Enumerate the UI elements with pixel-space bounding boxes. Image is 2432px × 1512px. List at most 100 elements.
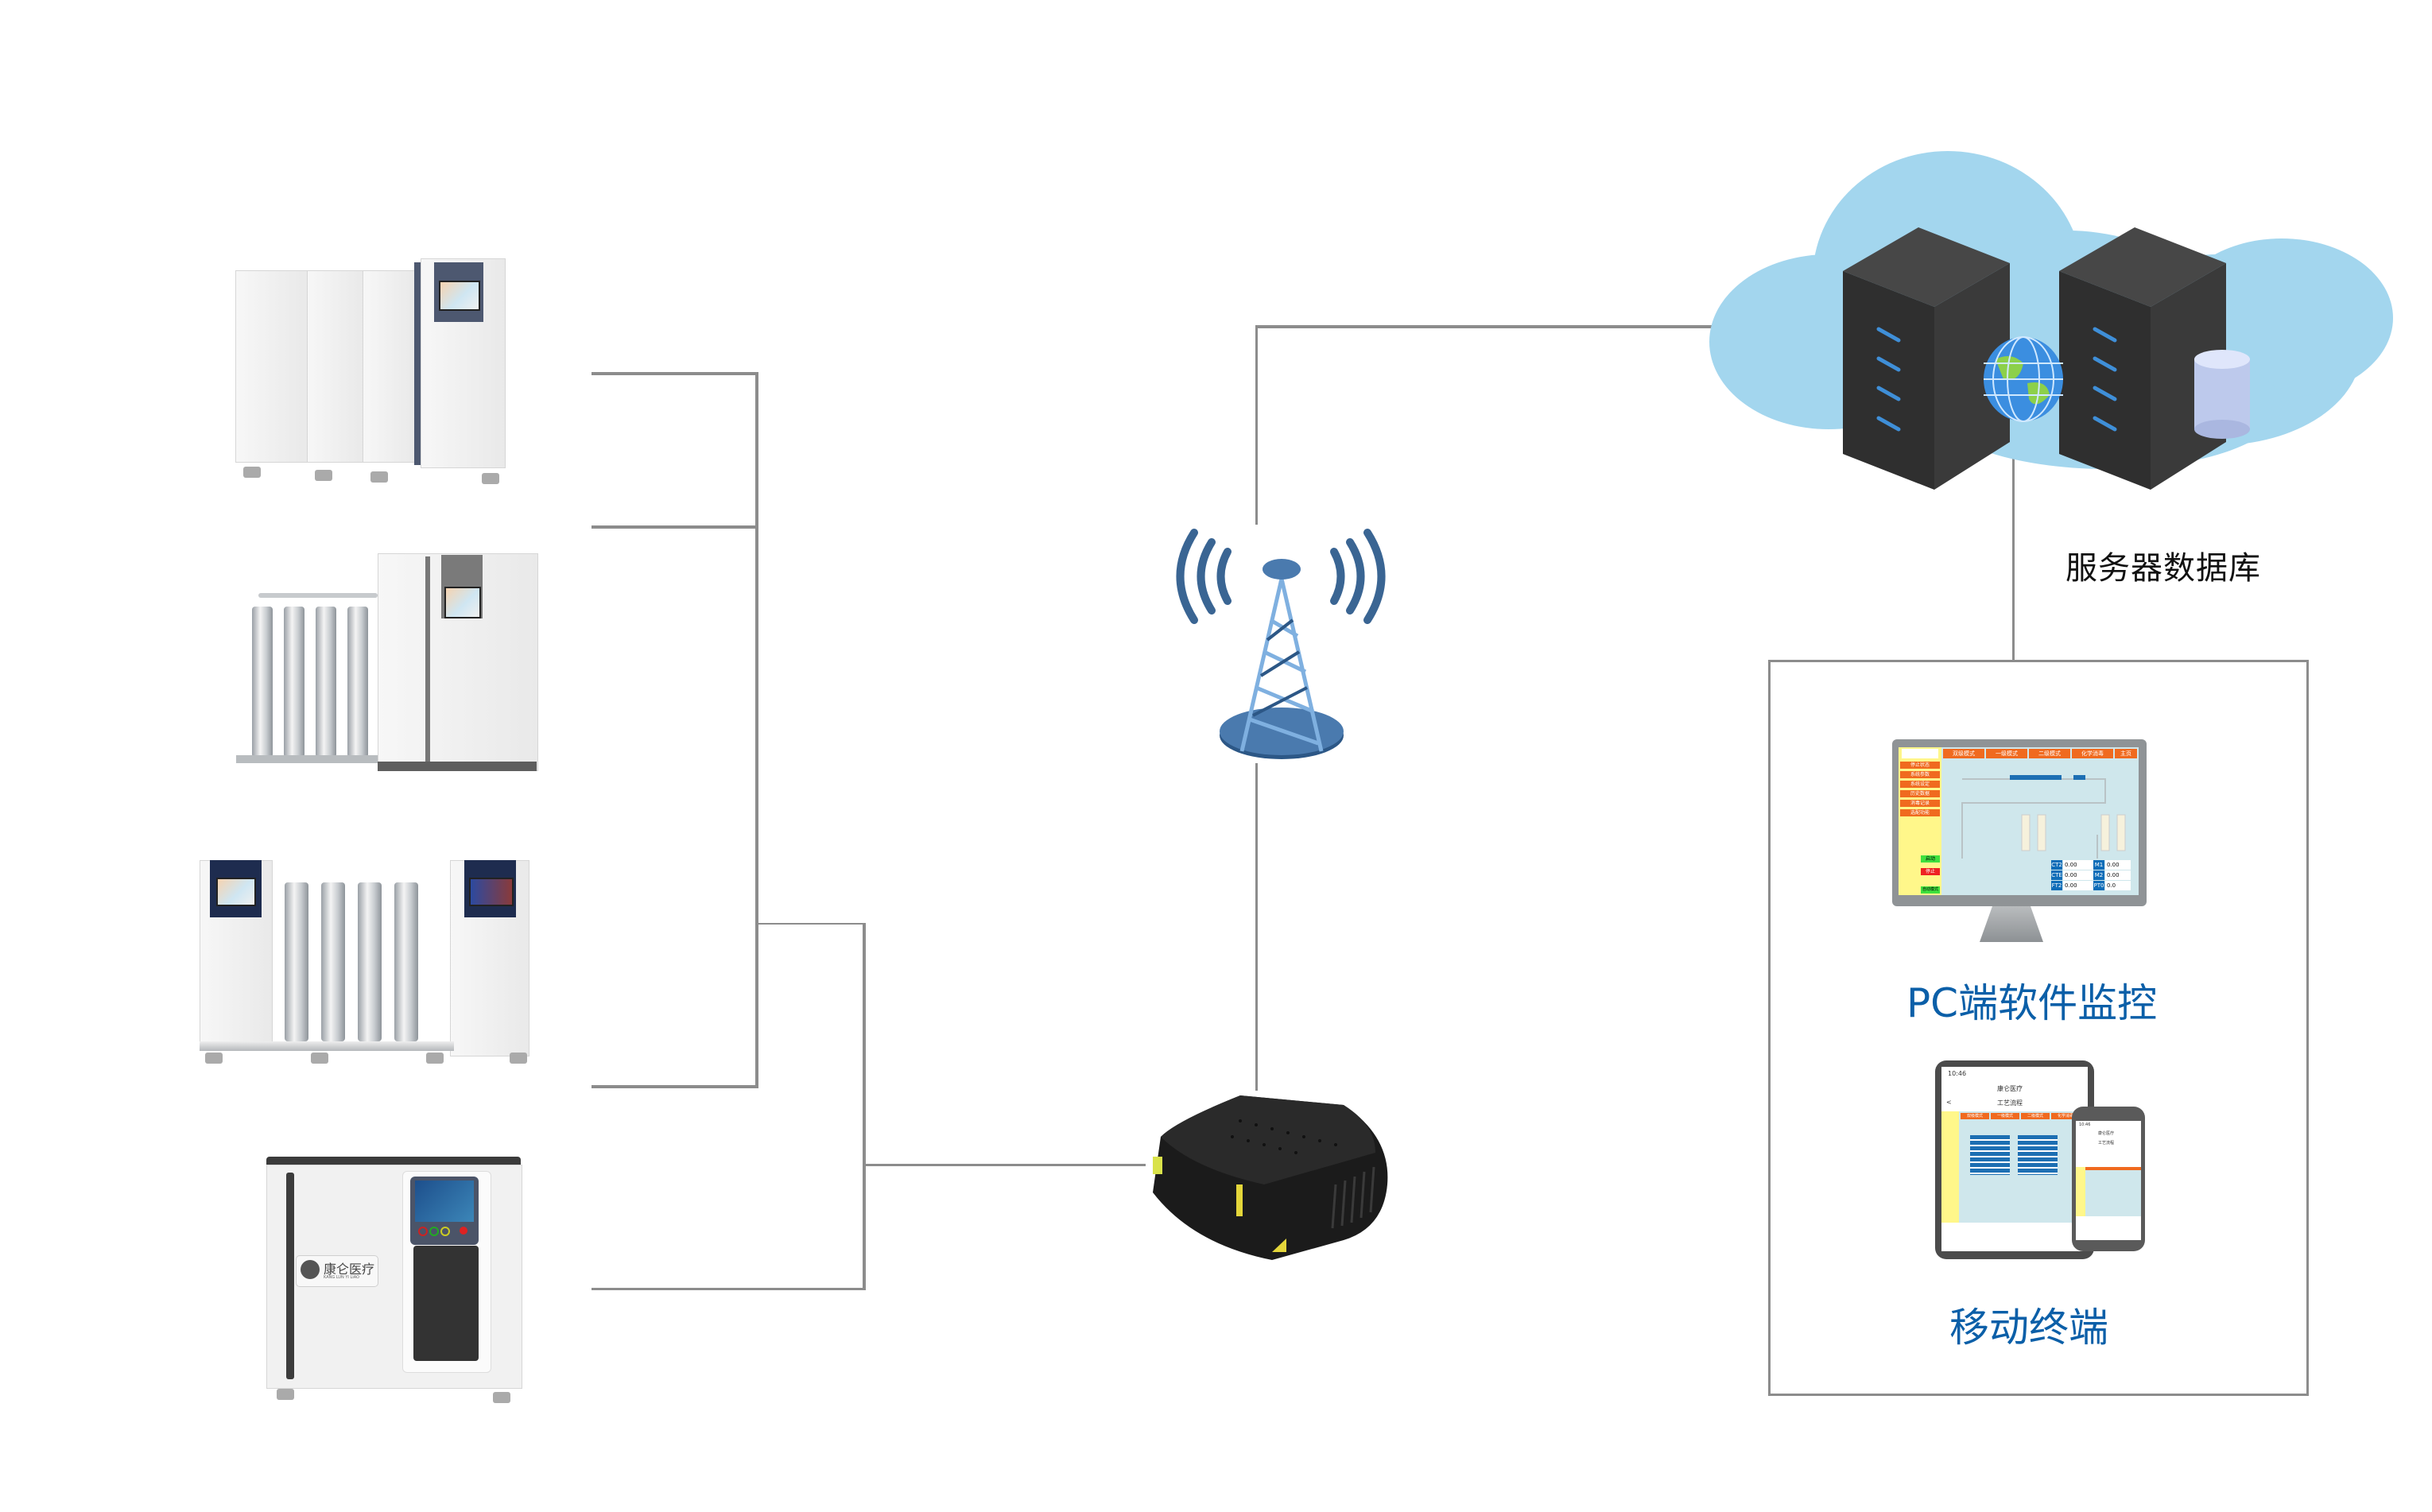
touch-screen	[444, 587, 481, 618]
pc-status-auto[interactable]: 自动模式	[1921, 886, 1940, 894]
pc-menu-item[interactable]: 系统参数	[1900, 771, 1940, 778]
cabinet-foot	[311, 1053, 328, 1064]
top-lid	[266, 1157, 521, 1166]
connector-bracket-join	[758, 923, 864, 925]
cabinet-foot	[277, 1389, 294, 1400]
pc-tab[interactable]: 主页	[2115, 749, 2137, 758]
right-gauge-screen	[469, 878, 514, 906]
filter-column	[358, 882, 382, 1041]
filter-column	[321, 882, 345, 1041]
globe	[1980, 335, 2067, 423]
left-touch-screen	[216, 878, 256, 906]
connector-bracket-right	[863, 923, 866, 1290]
pc-menu-item[interactable]: 停止状态	[1900, 762, 1940, 769]
pc-menu-item[interactable]: 消毒记录	[1900, 800, 1940, 807]
tablet-tab[interactable]: 一级模式	[1991, 1113, 2019, 1119]
machine-2-ro-unit	[227, 547, 545, 785]
connector-machine-4	[592, 1288, 864, 1290]
touch-screen	[415, 1181, 474, 1222]
pc-software-label: PC端软件监控	[1906, 980, 2158, 1026]
tablet-time: 10:46	[1948, 1070, 1967, 1077]
tablet-device: 10:46 康仑医疗 < 工艺流程 双级模式 一级模式 二级模式 化学消毒	[1935, 1060, 2094, 1259]
button-red	[418, 1227, 428, 1236]
cabinet-panel	[235, 270, 308, 463]
database	[2194, 350, 2250, 439]
machine-1-large-cabinet	[235, 258, 537, 484]
pc-tab[interactable]: 双级模式	[1943, 749, 1984, 758]
database-icon	[2194, 350, 2250, 439]
tablet-tab[interactable]: 双级模式	[1961, 1113, 1989, 1119]
dark-window	[413, 1246, 479, 1361]
connector-to-router	[866, 1164, 1146, 1166]
filter-column	[285, 882, 308, 1041]
pc-tab[interactable]: 化学消毒	[2072, 749, 2113, 758]
pc-menu-item[interactable]: 系统设定	[1900, 781, 1940, 788]
door-edge	[286, 1173, 294, 1379]
machine-3-double-pass-unit	[196, 860, 545, 1079]
button-green	[429, 1227, 439, 1236]
cabinet-foot	[370, 471, 388, 483]
cabinet-foot	[205, 1053, 223, 1064]
connector-bracket-left	[755, 372, 758, 1088]
reading-tag: CT2	[2051, 860, 2062, 870]
cabinet-door-strip	[425, 556, 430, 765]
server-database-label: 服务器数据库	[2065, 550, 2261, 587]
tablet-content: 双级模式 一级模式 二级模式 化学消毒	[1941, 1111, 2088, 1223]
filter-column	[347, 607, 368, 758]
reading-value: 0.00	[2063, 881, 2093, 890]
base-plinth	[378, 762, 537, 771]
globe-icon	[1984, 336, 2063, 422]
pc-sidebar: 停止状态 系统参数 系统设定 历史数据 消毒记录 选配功能 启动 停止 自动模式	[1899, 747, 1941, 895]
connector-server-clients	[2012, 429, 2015, 661]
cabinet-panel	[307, 270, 364, 463]
phone-app-title: 康仑医疗	[2098, 1131, 2115, 1136]
phone-screen: 10:46 康仑医疗 工艺流程	[2076, 1121, 2141, 1240]
connector-machine-3	[592, 1085, 758, 1088]
tablet-page-title: 工艺流程	[1997, 1099, 2023, 1107]
pc-tab[interactable]: 一级模式	[1986, 749, 2027, 758]
tablet-app-title: 康仑医疗	[1997, 1085, 2023, 1092]
mobile-terminal-label: 移动终端	[1949, 1305, 2108, 1351]
pc-monitoring-screen: 停止状态 系统参数 系统设定 历史数据 消毒记录 选配功能 启动 停止 自动模式…	[1899, 747, 2139, 895]
reading-value: 0.00	[2105, 870, 2131, 880]
machine-4-compact-purifier: 康仑医疗 KANG LUN YI LIAO	[262, 1157, 533, 1411]
brand-logo-icon	[301, 1260, 320, 1279]
server-icon	[1843, 227, 2010, 490]
tablet-param-grid	[2018, 1135, 2058, 1175]
filter-column	[252, 607, 273, 758]
filter-column	[394, 882, 418, 1041]
server-left	[1843, 227, 2010, 490]
cloud-server-cluster	[1709, 135, 2417, 501]
reading-tag: CTE	[2051, 870, 2062, 880]
cabinet-foot	[243, 467, 261, 478]
tablet-back-button[interactable]: <	[1946, 1099, 1952, 1106]
pc-tab[interactable]: 二级模式	[2029, 749, 2070, 758]
phone-page-title: 工艺流程	[2098, 1141, 2115, 1146]
reading-value: 0.00	[2063, 870, 2093, 880]
pc-status-start[interactable]: 启动	[1921, 855, 1940, 863]
router-icon	[1153, 1095, 1388, 1260]
cabinet-foot	[493, 1392, 510, 1403]
phone-sidebar	[2076, 1167, 2085, 1216]
pc-menu-item[interactable]: 选配功能	[1900, 809, 1940, 816]
phone-device: 10:46 康仑医疗 工艺流程	[2072, 1107, 2145, 1251]
connector-router-tower	[1255, 763, 1258, 1091]
touch-screen	[439, 281, 480, 311]
connector-to-cloud	[1255, 325, 1716, 328]
tablet-sidebar	[1941, 1111, 1959, 1223]
reading-value: 0.00	[2063, 860, 2093, 870]
reading-value: 0.00	[2105, 860, 2131, 870]
connector-machine-2	[592, 525, 758, 529]
phone-tabbar	[2085, 1167, 2141, 1170]
cabinet-panel	[363, 270, 416, 463]
pc-monitor: 停止状态 系统参数 系统设定 历史数据 消毒记录 选配功能 启动 停止 自动模式…	[1892, 739, 2147, 906]
tablet-tab[interactable]: 化学消毒	[2051, 1113, 2080, 1119]
reading-value: 0.0	[2105, 881, 2131, 890]
emergency-stop	[460, 1227, 467, 1235]
button-yellow	[440, 1227, 450, 1236]
connector-tower-top	[1255, 326, 1258, 525]
pc-status-stop[interactable]: 停止	[1921, 868, 1940, 875]
reading-tag: M1	[2093, 860, 2104, 870]
tablet-tab[interactable]: 二级模式	[2021, 1113, 2050, 1119]
pc-menu-item[interactable]: 历史数据	[1900, 790, 1940, 797]
